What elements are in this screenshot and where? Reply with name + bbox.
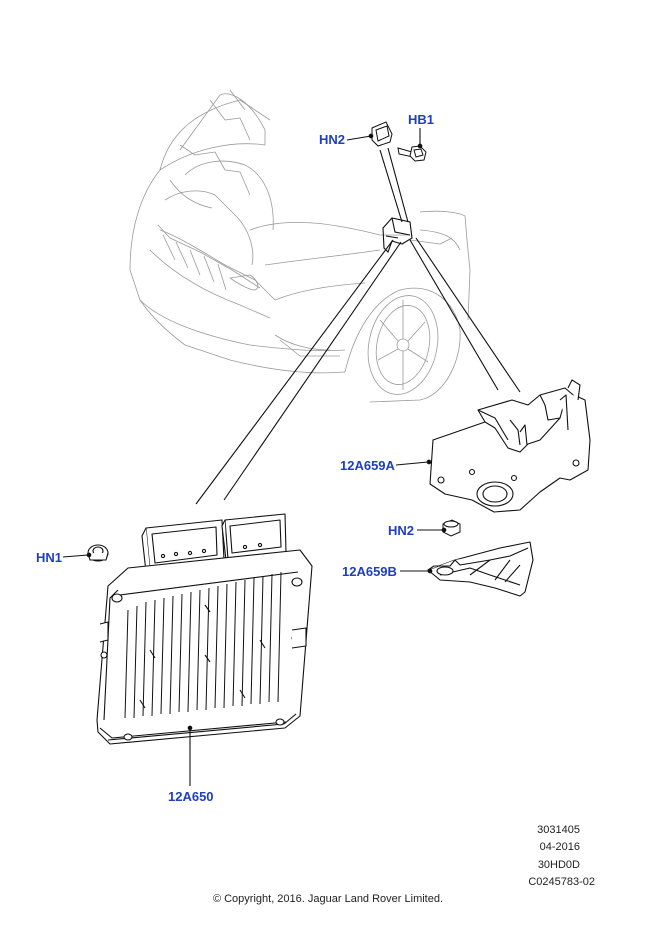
bracket-12a659b [427, 541, 534, 597]
callout-12a650[interactable]: 12A650 [168, 789, 214, 804]
bracket-on-vehicle [382, 217, 413, 253]
callout-12a659b[interactable]: 12A659B [342, 564, 397, 579]
hb1-bolt [397, 145, 427, 162]
hn2-nut-lower [442, 519, 461, 537]
ecu-module-12a650 [96, 513, 313, 745]
callout-hb1[interactable]: HB1 [408, 112, 435, 127]
vehicle-front-illustration [129, 89, 471, 403]
hn1-grommet [87, 544, 109, 562]
callout-12a659a[interactable]: 12A659A [340, 458, 395, 473]
leader-lines [62, 128, 521, 786]
copyright-notice: © Copyright, 2016. Jaguar Land Rover Lim… [212, 893, 444, 905]
bracket-12a659a [429, 379, 591, 513]
part-code: C0245783-02 [528, 876, 595, 888]
illustration-number: 3031405 [537, 824, 580, 836]
illustration-date: 04-2016 [539, 841, 580, 853]
model-code: 30HD0D [537, 859, 580, 871]
callout-hn2-lower[interactable]: HN2 [388, 523, 415, 538]
hn2-clip-nut [371, 121, 393, 147]
callout-hn2-top[interactable]: HN2 [319, 132, 346, 147]
callout-hn1[interactable]: HN1 [36, 550, 63, 565]
